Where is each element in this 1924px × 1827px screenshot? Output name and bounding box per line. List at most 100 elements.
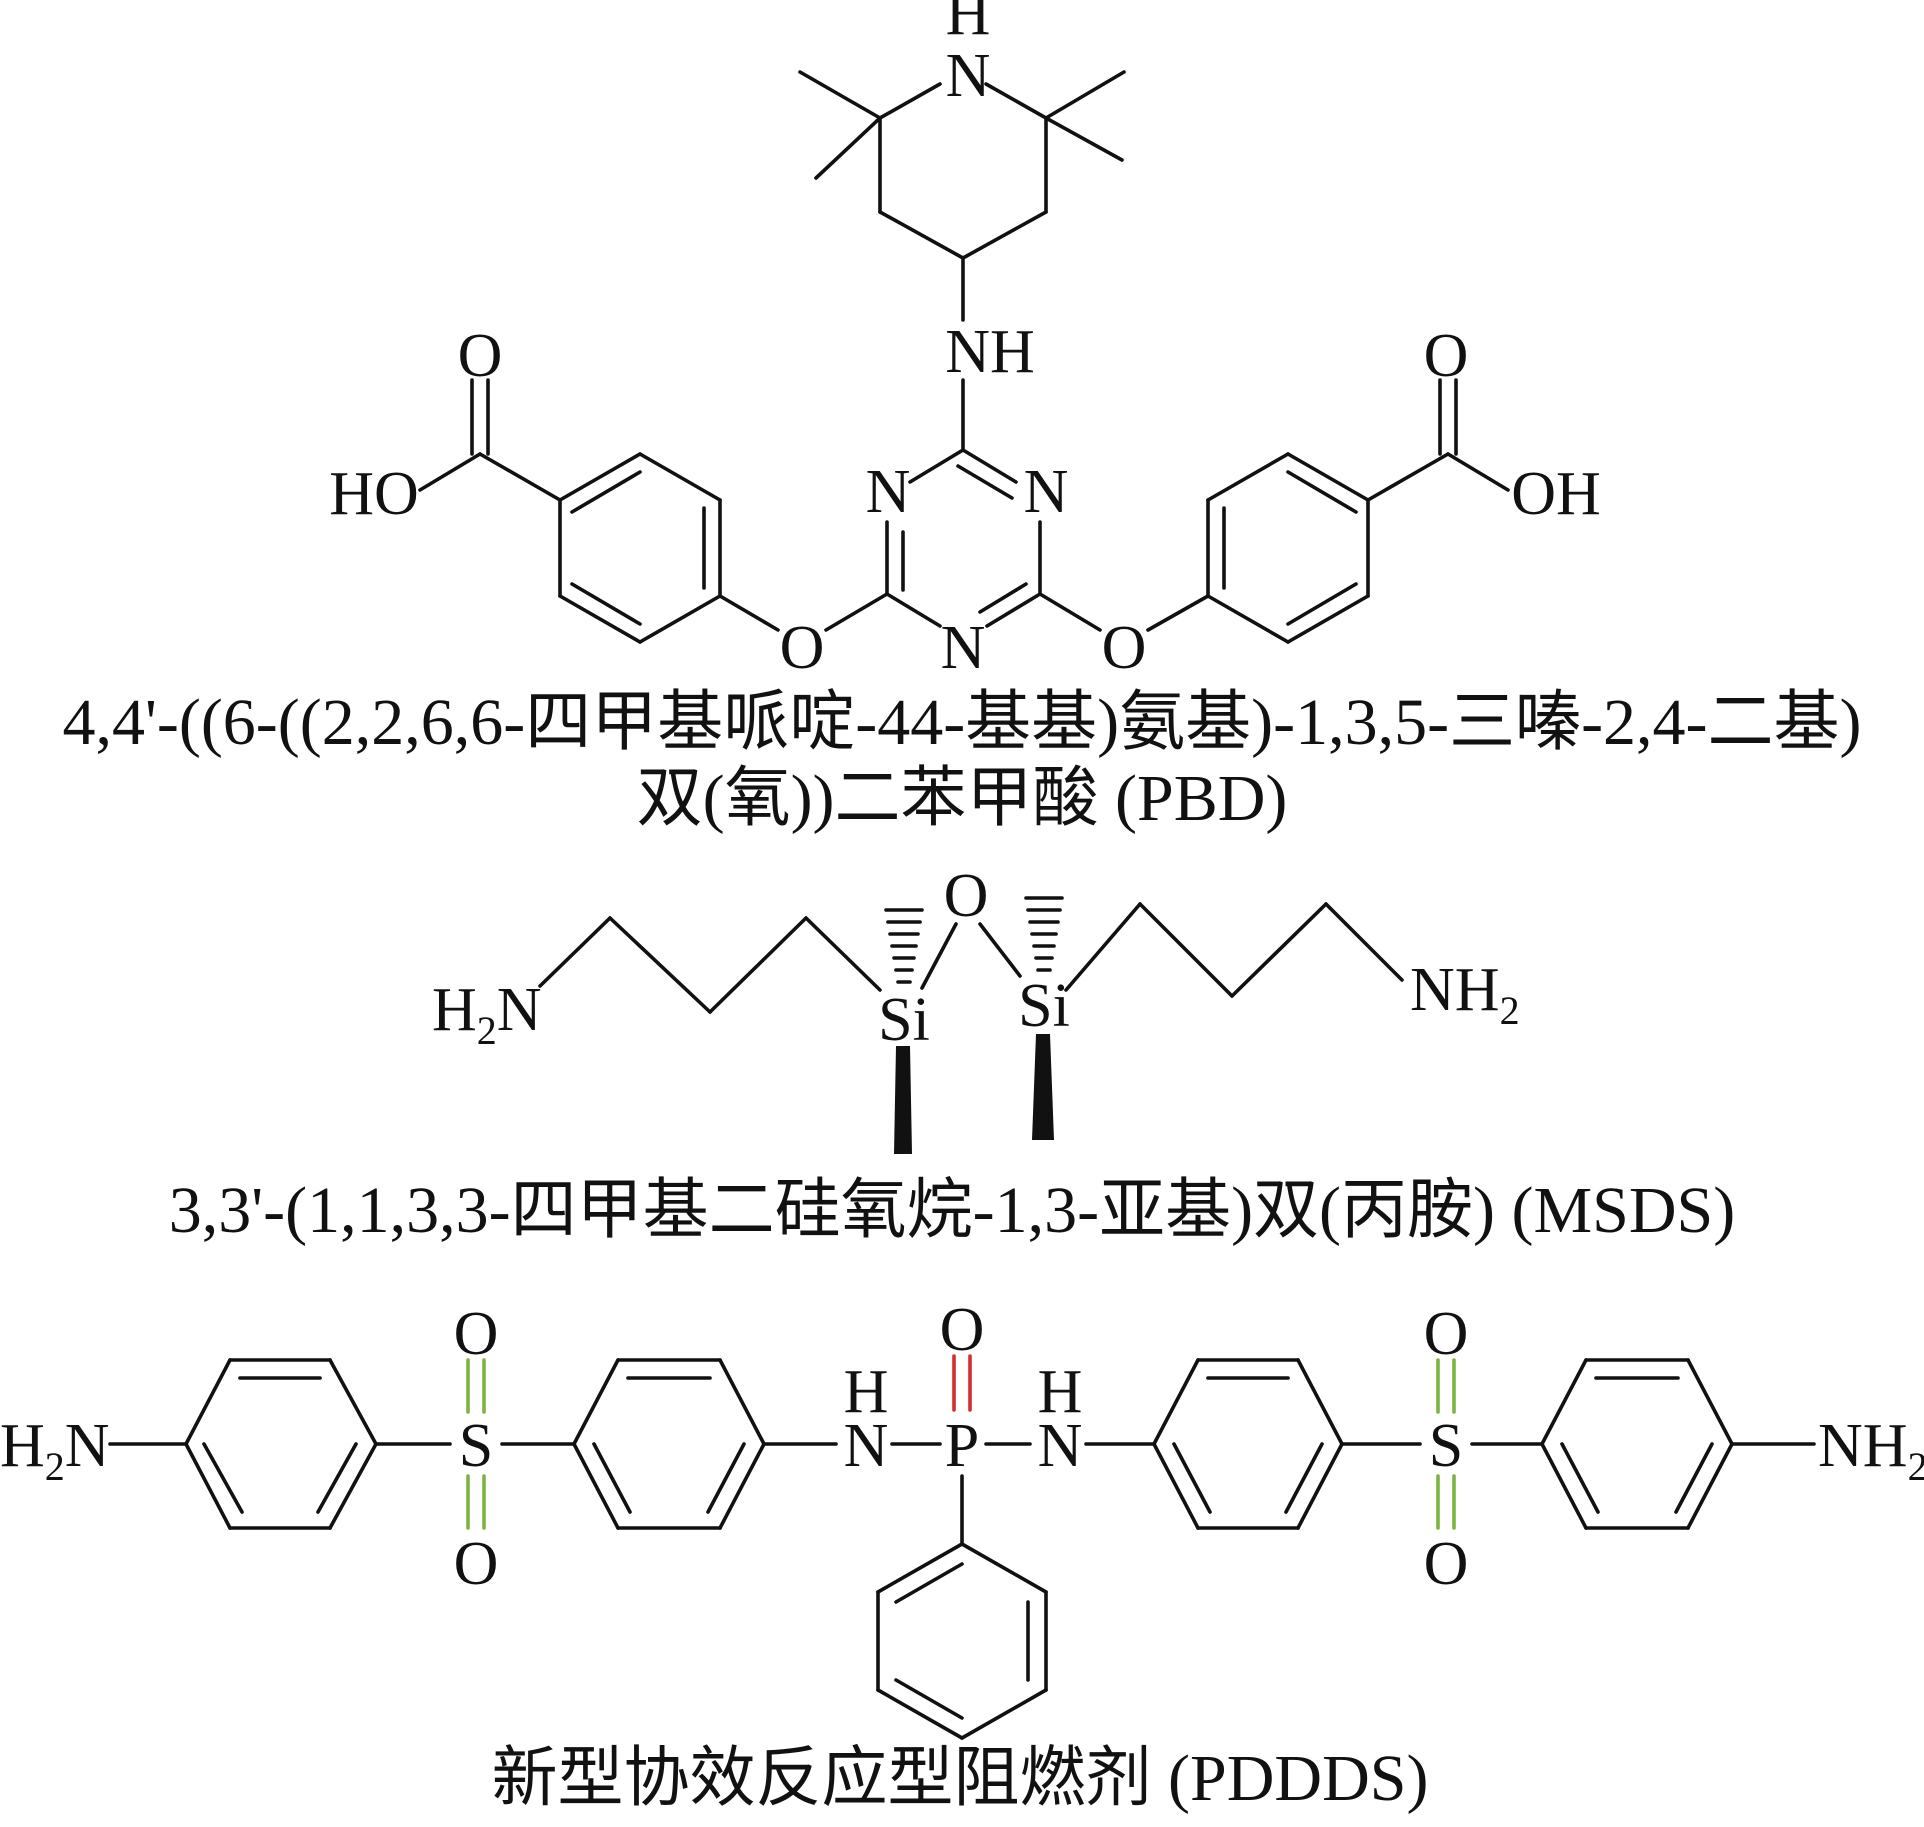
bond [718, 594, 780, 632]
bond [798, 70, 882, 120]
hashed-methyl-bond-left [884, 908, 924, 984]
benzene-ring-1 [184, 1358, 378, 1530]
wedge-methyl-bond-left [894, 1046, 912, 1154]
bond [638, 594, 722, 644]
p-o-label: O [940, 1296, 985, 1364]
bond [1286, 452, 1370, 502]
bond [885, 592, 942, 628]
si-right-label: Si [1018, 972, 1070, 1040]
sulfonyl-bonds-right [1436, 1358, 1456, 1530]
bond [418, 452, 482, 492]
piperidine-n-label: N [946, 42, 991, 110]
bond [1446, 452, 1510, 492]
piperidine-h-label: H [946, 0, 991, 48]
left-carbonyl-o-label: O [458, 322, 503, 390]
bond [1044, 116, 1124, 162]
bond [1230, 902, 1328, 998]
bond [708, 916, 808, 1014]
benzene-ring-3 [1152, 1358, 1344, 1530]
nh-left-h-label: H [844, 1358, 889, 1426]
s-right-o-bottom-label: O [1424, 1530, 1469, 1598]
bond [570, 582, 642, 626]
bond [814, 116, 882, 180]
ether-o-right-label: O [1102, 614, 1147, 682]
amino-nh-label: NH [945, 318, 1035, 386]
left-hydroxyl-label: HO [329, 460, 419, 528]
pddds-amine-left-label: H2N [0, 1412, 110, 1489]
bond [985, 592, 1042, 628]
bond [1286, 470, 1358, 514]
pddds-amine-right-label: NH2 [1818, 1412, 1924, 1489]
si-o-bridge-label: O [944, 862, 989, 930]
p-center-label: P [945, 1412, 979, 1480]
bond [878, 210, 965, 260]
amine-left-subscript: 2 [477, 1008, 497, 1053]
nh-right-h-label: H [1038, 1358, 1083, 1426]
msds-caption: 3,3'-(1,1,3,3-四甲基二硅氧烷-1,3-亚基)双(丙胺) (MSDS… [169, 1174, 1735, 1247]
s-left-label: S [459, 1412, 493, 1480]
bond [961, 448, 1018, 484]
bond [908, 448, 965, 484]
bond [570, 470, 642, 514]
pddds-amine-left-n: N [65, 1412, 110, 1480]
pddds-amine-left-subscript: 2 [45, 1444, 65, 1489]
bond [920, 922, 958, 990]
msds-structure: O Si Si H2N NH2 3,3'-(1,1,3,3-四甲基二硅氧烷-1,… [169, 862, 1735, 1247]
triazine-n-right-label: N [1024, 458, 1069, 526]
bond [804, 916, 882, 992]
bond [956, 464, 1014, 500]
benzene-ring-4 [1540, 1358, 1734, 1530]
nh-left-n-label: N [844, 1412, 889, 1480]
bond [1286, 594, 1370, 644]
amine-left-label: H2N [432, 976, 542, 1053]
nh-right-n-label: N [1038, 1412, 1083, 1480]
bond [638, 452, 722, 502]
bond [538, 916, 612, 988]
bond [1366, 452, 1450, 502]
bond [961, 210, 1048, 260]
pddds-caption: 新型协效反应型阻燃剂 (PDDDS) [492, 1742, 1429, 1815]
amine-left-n: N [497, 976, 542, 1044]
bond [978, 582, 1028, 614]
right-carbonyl-o-label: O [1424, 322, 1469, 390]
bond [478, 452, 562, 502]
s-right-label: S [1429, 1412, 1463, 1480]
bond [1138, 902, 1234, 998]
wedge-methyl-bond-right [1032, 1034, 1054, 1140]
bond [824, 592, 889, 632]
bond [608, 916, 712, 1014]
phosphoryl-bond [952, 1354, 972, 1412]
benzene-ring-2 [572, 1358, 766, 1530]
amine-right-subscript: 2 [1500, 988, 1520, 1033]
bond [878, 82, 942, 120]
amine-right-label: NH2 [1410, 956, 1520, 1033]
amine-right-nh: NH [1410, 956, 1500, 1024]
phenyl-ring-on-phosphorus [876, 1542, 1048, 1740]
bond [558, 452, 642, 502]
pbd-caption-line2: 双(氧))二苯甲酸 (PBD) [637, 762, 1288, 835]
ether-o-left-label: O [780, 614, 825, 682]
sulfonyl-bonds-left [466, 1358, 486, 1530]
right-hydroxyl-label: OH [1511, 460, 1601, 528]
bond [1146, 594, 1210, 632]
s-right-o-top-label: O [1424, 1300, 1469, 1368]
bond [1206, 452, 1290, 502]
si-left-label: Si [878, 986, 930, 1054]
bond [1038, 592, 1102, 632]
pddds-amine-right-subscript: 2 [1908, 1444, 1924, 1489]
bond [1206, 594, 1290, 644]
amine-left-h: H [432, 976, 477, 1044]
pddds-amine-right-nh: NH [1818, 1412, 1908, 1480]
bond [1324, 902, 1404, 982]
pbd-structure: H N NH O HO O OH N N N O O 4,4'-((6-((2,… [62, 0, 1861, 835]
pddds-amine-left-h: H [0, 1412, 45, 1480]
pbd-caption-line1: 4,4'-((6-((2,2,6,6-四甲基哌啶-44-基基)氨基)-1,3,5… [62, 686, 1861, 759]
triazine-n-bottom-label: N [941, 614, 986, 682]
s-left-o-top-label: O [454, 1300, 499, 1368]
bond [1064, 902, 1142, 992]
pddds-structure: H2N S O O H N P O H N S O O NH2 新型协效反应型阻… [0, 1296, 1924, 1815]
bond [1044, 70, 1126, 120]
s-left-o-bottom-label: O [454, 1530, 499, 1598]
bond [558, 594, 642, 644]
